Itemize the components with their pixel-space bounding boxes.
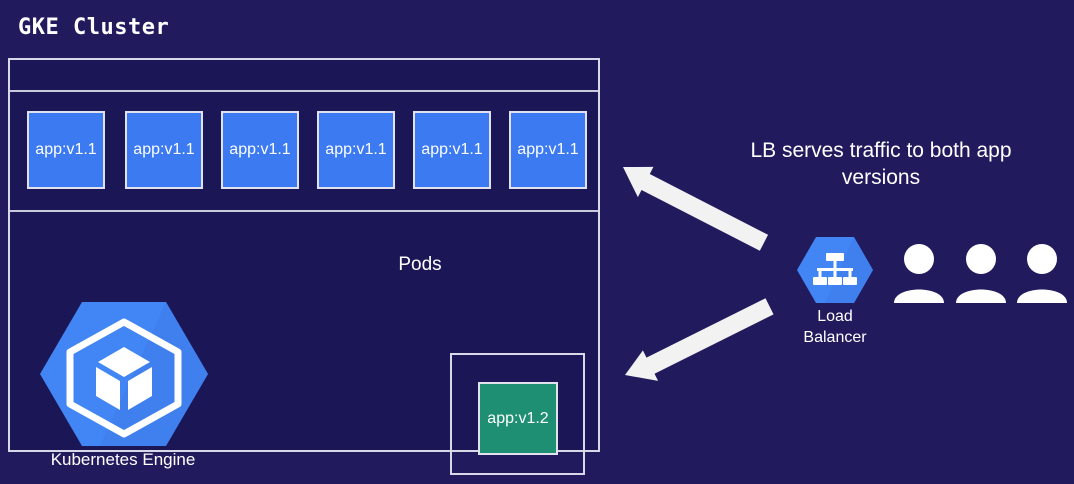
user-icon [1017,244,1067,303]
arrow-lb-to-v1-2-pod [625,298,774,381]
pod-app-v1-2[interactable]: app:v1.2 [478,382,558,455]
page-title: GKE Cluster [18,15,170,40]
lb-caption: LB serves traffic to both app versions [750,139,1012,189]
pod-label: app:v1.2 [487,409,549,427]
load-balancer-label-line1: Load [817,308,853,325]
pod-app-v1-1[interactable]: app:v1.1 [125,111,203,189]
cluster-lower-region: Pods Kubernetes Engine [10,212,598,475]
pod-label: app:v1.1 [517,141,579,158]
kubernetes-engine-group[interactable]: Kubernetes Engine [32,300,214,475]
pod-app-v1-1[interactable]: app:v1.1 [509,111,587,189]
pod-app-v1-1[interactable]: app:v1.1 [221,111,299,189]
pod-label: app:v1.1 [35,141,97,158]
pod-label: app:v1.1 [229,141,291,158]
pod-group-v1-2-container: app:v1.2 [450,353,585,475]
kubernetes-engine-hexagon-icon [40,302,208,446]
pod-label: app:v1.1 [421,141,483,158]
cluster-header-strip [10,60,598,92]
pod-app-v1-1[interactable]: app:v1.1 [27,111,105,189]
user-icon [956,244,1006,303]
pod-app-v1-1[interactable]: app:v1.1 [317,111,395,189]
users-group [893,243,1068,305]
pods-label: Pods [398,254,442,275]
pods-row-band: app:v1.1 app:v1.1 app:v1.1 app:v1.1 app:… [10,92,598,212]
pod-label: app:v1.1 [133,141,195,158]
kubernetes-engine-label: Kubernetes Engine [50,450,196,469]
load-balancer-label-line2: Balancer [803,329,867,346]
user-icon [894,244,944,303]
gke-cluster-box: app:v1.1 app:v1.1 app:v1.1 app:v1.1 app:… [8,58,600,475]
pod-label: app:v1.1 [325,141,387,158]
load-balancer-hexagon-icon [797,237,873,303]
pod-app-v1-1[interactable]: app:v1.1 [413,111,491,189]
